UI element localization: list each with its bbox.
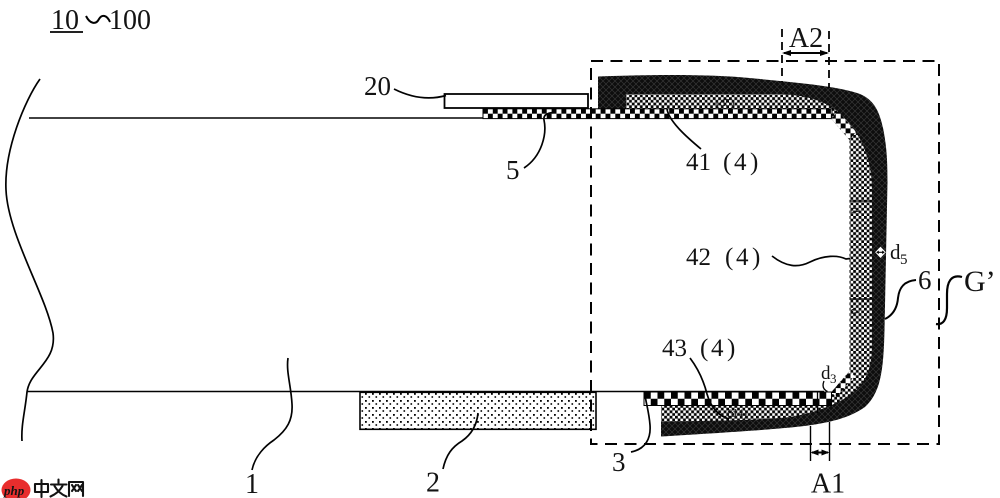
svg-text:5: 5 <box>900 252 908 268</box>
svg-text:41(4): 41(4) <box>686 149 758 176</box>
svg-text:3: 3 <box>830 371 837 386</box>
svg-text:d: d <box>821 363 831 384</box>
svg-text:d: d <box>848 307 863 315</box>
svg-text:1: 1 <box>245 469 259 498</box>
svg-text:d: d <box>890 240 901 264</box>
svg-text:A2: A2 <box>789 23 823 54</box>
svg-text:G’: G’ <box>964 265 996 298</box>
svg-text:5: 5 <box>506 155 520 185</box>
svg-text:43(4): 43(4) <box>662 335 735 362</box>
svg-text:20: 20 <box>364 71 391 101</box>
svg-text:(d5): (d5) <box>716 97 735 109</box>
svg-text:(d4): (d4) <box>727 406 747 420</box>
svg-text:10: 10 <box>51 5 79 36</box>
svg-text:A1: A1 <box>811 469 845 498</box>
svg-text:php: php <box>3 483 25 498</box>
svg-text:3: 3 <box>612 447 626 477</box>
svg-text:2: 2 <box>426 468 440 498</box>
svg-text:6: 6 <box>918 265 932 295</box>
svg-text:100: 100 <box>109 5 151 36</box>
svg-text:d: d <box>848 206 863 214</box>
svg-text:42(4): 42(4) <box>686 244 760 271</box>
